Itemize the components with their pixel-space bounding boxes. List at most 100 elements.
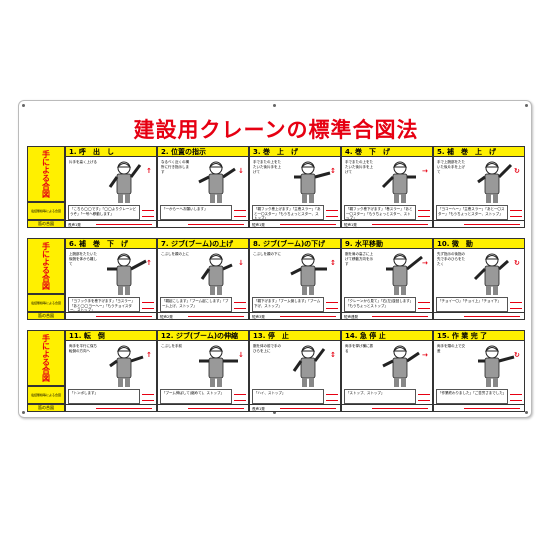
whistle-dash-line: [96, 316, 152, 317]
signal-cell-heading: 1. 呼 出 し: [66, 147, 156, 157]
motion-arrow-icon: ↓: [238, 259, 244, 267]
worker-figure-icon: [477, 161, 513, 203]
hand-signal-label: 手による合図: [27, 146, 65, 202]
red-dash-line: [234, 400, 246, 401]
worker-figure-icon: [109, 345, 144, 387]
motion-arrow-icon: ↑: [146, 351, 152, 359]
whistle-dash-line: [96, 224, 152, 225]
signal-cell: 1. 呼 出 し片手を高く上げる ↑「こちら◯◯です」「◯◯よりクレーンどうぞ」…: [65, 146, 157, 228]
signal-description: こぶしを親の上に: [161, 252, 189, 256]
red-dash-line: [418, 394, 430, 395]
radio-phrase-box: 「ブーム伸ばして(縮めて)、ストップ」: [160, 389, 232, 404]
whistle-dash-line: [464, 408, 520, 409]
red-dash-line: [234, 302, 246, 303]
whistle-pattern: [434, 404, 524, 412]
signal-cell: 12. ジブ(ブーム)の伸縮こぶしを手前 ↓「ブーム伸ばして(縮めて)、ストップ…: [157, 330, 249, 412]
red-dash-line: [326, 400, 338, 401]
red-dash-line: [418, 210, 430, 211]
signal-cell-heading: 5. 補 巻 上 げ: [434, 147, 524, 157]
signal-cell: 14. 急 停 止両手を挙げ横に振る → 「ストップ、ストップ」: [341, 330, 433, 412]
signal-cell-heading: 11. 転 倒: [66, 331, 156, 341]
signal-cell: 3. 巻 上 げ手でまたの上をたたいた後片手を上げて ↕「親フック巻上げます」「…: [249, 146, 341, 228]
red-dash-line: [510, 210, 522, 211]
signal-description: 両手を挙げ横に振る: [345, 344, 373, 353]
red-dash-line: [418, 308, 430, 309]
worker-figure-icon: [198, 161, 236, 203]
whistle-dash-line: [188, 316, 244, 317]
signal-cell-heading: 8. ジブ(ブーム)の下げ: [250, 239, 340, 249]
whistle-pattern: 短声連発: [342, 312, 432, 320]
signal-cell: 7. ジブ(ブーム)の上げこぶしを親の上に ↓「親起こします」「ブーム起こします…: [157, 238, 249, 320]
signal-cell: 6. 補 巻 下 げ上腕部をたたいた後腕を体から離して ↑「ヨフック手を巻下げま…: [65, 238, 157, 320]
radio-phrase-box: 「ヨフック手を巻下げます」「ヨスラー」「あと◯◯ヨーヘー」「もうチョイスター、ス…: [68, 297, 140, 312]
motion-arrow-icon: →: [422, 351, 428, 359]
radio-phrase-box: 「一からーへお願いします」: [160, 205, 232, 220]
radio-signal-label: 電話無線等による合図: [27, 386, 65, 404]
whistle-dash-line: [188, 224, 244, 225]
red-dash-line: [142, 394, 154, 395]
red-dash-line: [418, 400, 430, 401]
signal-cell: 2. 位置の指示なるべく近くの構所に行き指示します ↓「一からーへお願いします」: [157, 146, 249, 228]
worker-figure-icon: [107, 253, 147, 295]
red-dash-line: [418, 216, 430, 217]
worker-figure-icon: [386, 253, 423, 295]
whistle-dash-line: [464, 316, 520, 317]
worker-figure-icon: [290, 253, 327, 295]
signal-cell-heading: 2. 位置の指示: [158, 147, 248, 157]
worker-figure-icon: [200, 253, 233, 295]
whistle-pattern: 長声1発: [66, 220, 156, 228]
whistle-pattern: [66, 312, 156, 320]
hand-signal-label: 手による合図: [27, 330, 65, 386]
signal-description: 片手を高く上げる: [69, 160, 97, 164]
signal-cell: 8. ジブ(ブーム)の下げこぶしを親の下に ↕「親下げます」「ブーム倒します」「…: [249, 238, 341, 320]
signal-cell: 15. 作 業 完 了両手を頭の上で交差 ↻「作業終わりました」「ご苦労さまでし…: [433, 330, 525, 412]
signal-cell: 9. 水平移動腕を肩の高さに上げて移動方向を示す →「クレーンから見て」「右(左…: [341, 238, 433, 320]
radio-phrase-box: 「こちら◯◯です」「◯◯よりクレーンどうぞ」「一号へ移動します」: [68, 205, 140, 220]
signal-description: 手でまたの上をたたいた後片手を上げて: [345, 160, 373, 174]
motion-arrow-icon: →: [422, 259, 428, 267]
signal-cell-heading: 15. 作 業 完 了: [434, 331, 524, 341]
whistle-pattern: 短声1発: [342, 220, 432, 228]
whistle-dash-line: [464, 224, 520, 225]
radio-phrase-box: 「ストップ、ストップ」: [344, 389, 416, 404]
radio-phrase-box: 「親フック巻下げます」「巻スラー」「あと一〇スター」「もうちょっとスター、ストッ…: [344, 205, 416, 220]
signal-description: 手で上腕部をたたいた後片手を上げて: [437, 160, 465, 174]
radio-phrase-box: 「チョイ一〇」「チョイ上」「チョイ下」: [436, 297, 508, 312]
signal-description: こぶしを手前: [161, 344, 182, 348]
radio-phrase-box: 「親下げます」「ブーム倒します」「ブーム下げ、ストップ」: [252, 297, 324, 312]
signal-cell-heading: 13. 停 止: [250, 331, 340, 341]
screw-hole: [273, 411, 276, 414]
signal-cell: 5. 補 巻 上 げ手で上腕部をたたいた後片手を上げて ↻「ヨコーヘー」「主巻ス…: [433, 146, 525, 228]
whistle-signal-label: 笛の合図: [27, 404, 65, 412]
motion-arrow-icon: ↻: [514, 259, 520, 267]
page-title: 建設用クレーンの標準合図法: [133, 118, 419, 142]
signal-description: 先ず指示の後指の先で手のひらをたたく: [437, 252, 465, 266]
signal-cell-heading: 6. 補 巻 下 げ: [66, 239, 156, 249]
signal-description: 手でまたの上をたたいた後片手を上げて: [253, 160, 281, 174]
radio-phrase-box: 「クレーンから見て」「右(左)旋回します」「もうちょっとストップ」: [344, 297, 416, 312]
radio-phrase-box: 「親起こします」「ブーム起こします」「ブーム上げ、ストップ」: [160, 297, 232, 312]
red-dash-line: [234, 308, 246, 309]
red-dash-line: [326, 210, 338, 211]
signal-cell-heading: 3. 巻 上 げ: [250, 147, 340, 157]
signal-cell: 10. 微 動先ず指示の後指の先で手のひらをたたく ↻「チョイ一〇」「チョイ上」…: [433, 238, 525, 320]
red-dash-line: [418, 302, 430, 303]
whistle-dash-line: [372, 408, 428, 409]
red-dash-line: [142, 308, 154, 309]
motion-arrow-icon: ↻: [514, 351, 520, 359]
whistle-dash-line: [372, 224, 428, 225]
screw-hole: [22, 104, 25, 107]
whistle-pattern: [66, 404, 156, 412]
worker-figure-icon: [478, 345, 515, 387]
red-dash-line: [510, 216, 522, 217]
red-dash-line: [142, 210, 154, 211]
hand-signal-text: 手による合図: [41, 242, 51, 290]
signal-cell-heading: 14. 急 停 止: [342, 331, 432, 341]
radio-phrase-box: 「親フック巻上げます」「主巻スラー」「あと一〇スター」「もうちょっとスター、スト…: [252, 205, 324, 220]
screw-hole: [273, 104, 276, 107]
screw-hole: [22, 411, 25, 414]
radio-signal-label: 電話無線等による合図: [27, 202, 65, 220]
red-dash-line: [510, 308, 522, 309]
worker-figure-icon: [381, 161, 416, 203]
